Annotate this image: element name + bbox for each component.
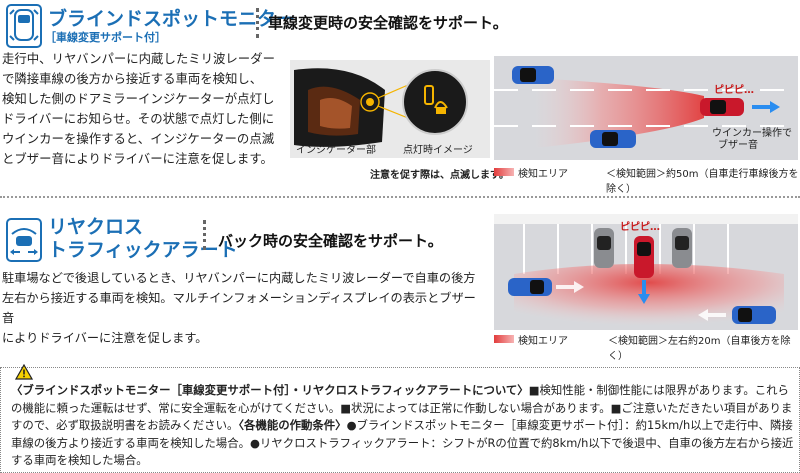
bsm-headline: 車線変更時の安全確認をサポート。 bbox=[268, 14, 508, 32]
bsm-road-diagram bbox=[494, 56, 798, 160]
bsm-legend-swatch bbox=[494, 168, 514, 176]
caption-blink: 注意を促す際は、点滅します。 bbox=[370, 170, 509, 181]
rear-traffic-icon bbox=[10, 228, 38, 255]
note-body-2: ●ブラインドスポットモニター［車線変更サポート付］：約15km/h以上で走行中、… bbox=[11, 418, 794, 467]
bsm-range: ＜検知範囲＞約50m（自車走行車線後方を除く） bbox=[606, 169, 799, 195]
bsm-feature-icon bbox=[6, 4, 42, 48]
bsm-line: 検知した側のドアミラーインジケーターが点灯し bbox=[2, 91, 275, 106]
section-separator bbox=[0, 196, 800, 198]
rcta-parking-diagram bbox=[494, 214, 798, 330]
bsm-divider bbox=[256, 8, 260, 38]
bsm-line: ウインカーを操作すると、インジケーターの点滅 bbox=[2, 131, 275, 146]
bsm-legend-label: 検知エリア bbox=[518, 169, 568, 180]
bsm-title: ブラインドスポットモニター bbox=[48, 8, 296, 30]
rcta-feature-icon bbox=[6, 218, 42, 262]
bsm-subtitle: ［車線変更サポート付］ bbox=[45, 31, 166, 44]
rcta-divider bbox=[203, 220, 207, 250]
rcta-title-line: リヤクロス bbox=[48, 216, 144, 238]
bsm-indicator-icon bbox=[424, 85, 448, 114]
rcta-range: ＜検知範囲＞左右約20m（自車後方を除く） bbox=[608, 336, 791, 362]
caution-note-text: 〈ブラインドスポットモニター［車線変更サポート付］・リヤクロストラフィックアラー… bbox=[11, 382, 797, 470]
car-blue-rear bbox=[590, 130, 636, 148]
note-heading: 〈ブラインドスポットモニター［車線変更サポート付］・リヤクロストラフィックアラー… bbox=[11, 383, 529, 397]
warning-icon bbox=[14, 363, 34, 384]
bsm-winker-caption: ウインカー操作で ブザー音 bbox=[712, 128, 792, 152]
rcta-line: によりドライバーに注意を促します。 bbox=[2, 331, 208, 345]
rcta-legend-swatch bbox=[494, 335, 514, 343]
car-grey-left bbox=[594, 228, 614, 268]
car-blue-right bbox=[732, 306, 776, 324]
bsm-description: 走行中、リヤバンパーに内蔵したミリ波レーダー で隣接車線の後方から接近する車両を… bbox=[2, 49, 280, 169]
car-blue-left bbox=[508, 278, 552, 296]
rcta-line: 左右から接近する車両を検知。マルチインフォメーションディスプレイの表示とブザー音 bbox=[2, 291, 476, 325]
bsm-line: ドライバーにお知らせ。その状態で点灯した側に bbox=[2, 111, 275, 126]
car-grey-right bbox=[672, 228, 692, 268]
caution-note-box: 〈ブラインドスポットモニター［車線変更サポート付］・リヤクロストラフィックアラー… bbox=[0, 363, 800, 473]
car-mirror-icon bbox=[9, 9, 39, 41]
rcta-title: リヤクロス トラフィックアラート bbox=[48, 216, 238, 262]
caption-lit: 点灯時イメージ bbox=[403, 145, 473, 156]
winker-line: ウインカー操作で bbox=[712, 128, 792, 139]
note-cond-heading: 〈各機能の作動条件〉 bbox=[238, 418, 347, 432]
rcta-title-line: トラフィックアラート bbox=[48, 239, 238, 261]
caption-indicator: インジケーター部 bbox=[296, 145, 376, 156]
rcta-description: 駐車場などで後退しているとき、リヤバンパーに内蔵したミリ波レーダーで自車の後方 … bbox=[2, 268, 482, 348]
bsm-line: で隣接車線の後方から接近する車両を検知し、 bbox=[2, 71, 263, 86]
car-red-own bbox=[700, 98, 744, 116]
note-body-1: ■検知性能・制御性能には限界があります。これらの機能に頼った運転はせず、常に安全… bbox=[11, 383, 793, 432]
bsm-line: 走行中、リヤバンパーに内蔵したミリ波レーダー bbox=[2, 51, 275, 66]
bsm-beep-text: ピピピ… bbox=[714, 85, 754, 96]
rcta-line: 駐車場などで後退しているとき、リヤバンパーに内蔵したミリ波レーダーで自車の後方 bbox=[2, 271, 476, 285]
car-red-reversing bbox=[634, 236, 654, 278]
bsm-line: とブザー音によりドライバーに注意を促します。 bbox=[2, 151, 273, 166]
rcta-beep-text: ピピピ… bbox=[620, 222, 660, 233]
car-blue-front bbox=[512, 66, 554, 84]
mirror-photo bbox=[290, 60, 490, 158]
winker-line: ブザー音 bbox=[718, 140, 758, 151]
rcta-headline: バック時の安全確認をサポート。 bbox=[218, 232, 443, 250]
rcta-legend-label: 検知エリア bbox=[518, 336, 568, 347]
